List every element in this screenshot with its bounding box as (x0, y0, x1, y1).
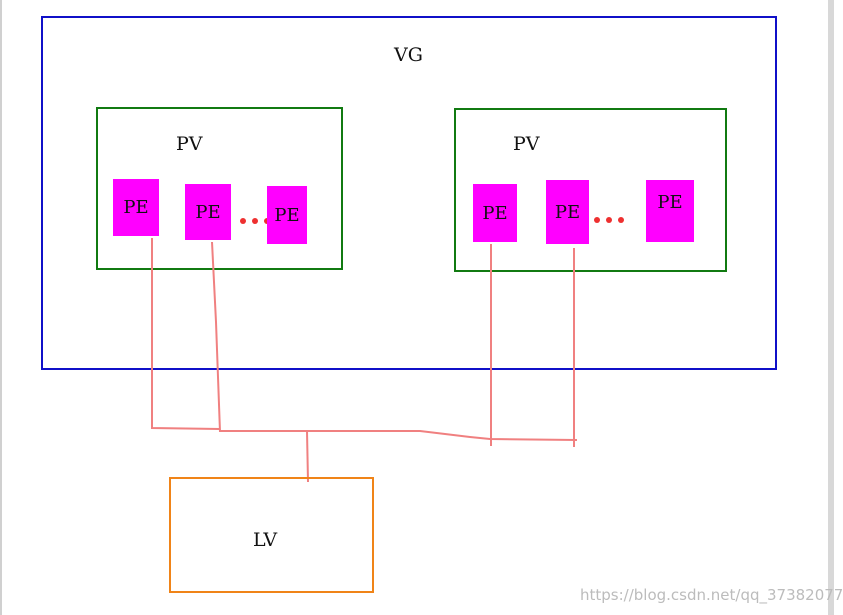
link-pv1-pe1 (151, 238, 221, 430)
vg-label: VG (394, 44, 423, 66)
pv-2-label: PV (513, 133, 540, 155)
lv-label: LV (253, 529, 278, 551)
link-trunk (220, 430, 578, 441)
ellipsis-dot (594, 217, 600, 223)
ellipsis-dot (606, 217, 612, 223)
pv-1-pe-3: PE (267, 186, 307, 244)
physical-volume-1-box (96, 107, 343, 270)
pv-1-label: PV (176, 133, 203, 155)
right-edge (828, 0, 834, 615)
pv-1-pe-1: PE (113, 179, 159, 236)
pv-1-pe-2: PE (185, 184, 231, 240)
left-edge (0, 0, 2, 615)
link-pv1-pe2 (211, 241, 221, 433)
link-to-lv (306, 430, 309, 483)
pv-2-pe-3: PE (646, 180, 694, 242)
logical-volume-box (169, 477, 374, 593)
pv-2-pe-2: PE (546, 180, 589, 244)
volume-group-box (41, 16, 777, 370)
physical-volume-2-box (454, 108, 727, 272)
watermark-text: https://blog.csdn.net/qq_37382077 (580, 586, 843, 604)
ellipsis-dot (618, 217, 624, 223)
ellipsis-dot (240, 218, 246, 224)
pv-2-ellipsis (594, 217, 624, 223)
pv-2-pe-1: PE (473, 184, 517, 242)
ellipsis-dot (252, 218, 258, 224)
